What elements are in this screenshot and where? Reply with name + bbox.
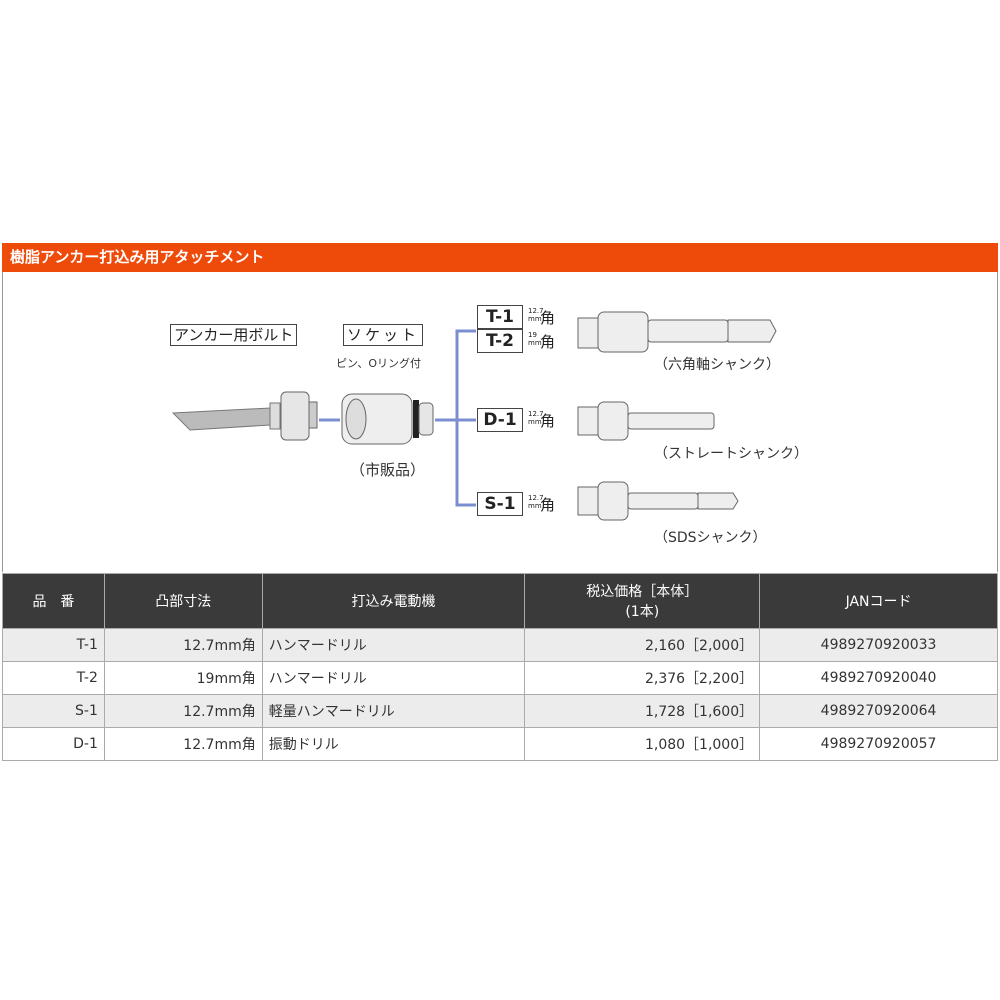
cell-tool: 軽量ハンマードリル: [261, 694, 526, 728]
attachment-diagram: [171, 311, 777, 521]
hex-shank-attachment-icon: [577, 311, 777, 353]
socket-label: ソケット: [343, 324, 424, 346]
header-jan: JANコード: [759, 573, 998, 629]
header-size: 凸部寸法: [103, 573, 263, 629]
cell-jan: 4989270920064: [759, 694, 998, 728]
code-d1: D-1: [477, 408, 523, 432]
cell-size: 12.7mm角: [103, 628, 263, 662]
cell-tool: ハンマードリル: [261, 628, 526, 662]
socket-icon: [341, 393, 434, 445]
cell-size: 12.7mm角: [103, 727, 263, 761]
cell-size: 19mm角: [103, 661, 263, 695]
cell-code: D-1: [2, 727, 105, 761]
straight-shank-attachment-icon: [577, 401, 715, 441]
cell-jan: 4989270920040: [759, 661, 998, 695]
cell-jan: 4989270920057: [759, 727, 998, 761]
section-title: 樹脂アンカー打込み用アタッチメント: [2, 243, 998, 272]
connector-lines: [319, 329, 476, 507]
table-header-row: 品 番 凸部寸法 打込み電動機 税込価格［本体］(1本) JANコード: [2, 573, 998, 629]
cell-tool: 振動ドリル: [261, 727, 526, 761]
sds-shank-attachment-icon: [577, 481, 739, 521]
socket-market-note: （市販品）: [350, 461, 426, 479]
cell-code: T-2: [2, 661, 105, 695]
cell-price: 1,728［1,600］: [524, 694, 761, 728]
code-t1: T-1: [477, 305, 523, 329]
cell-price: 1,080［1,000］: [524, 727, 761, 761]
cell-price: 2,160［2,000］: [524, 628, 761, 662]
header-price: 税込価格［本体］(1本): [524, 573, 761, 629]
socket-note: ピン、Oリング付: [336, 357, 421, 370]
sds-shank-label: （SDSシャンク）: [654, 530, 767, 546]
cell-price: 2,376［2,200］: [524, 661, 761, 695]
anchor-bolt-label: アンカー用ボルト: [170, 324, 298, 346]
anchor-bolt-icon: [171, 391, 318, 441]
hex-shank-label: （六角軸シャンク）: [654, 357, 780, 373]
cell-code: T-1: [2, 628, 105, 662]
diagram-panel: [2, 272, 998, 572]
code-t2: T-2: [477, 329, 523, 353]
header-tool: 打込み電動機: [261, 573, 526, 629]
header-code: 品 番: [2, 573, 105, 629]
cell-code: S-1: [2, 694, 105, 728]
cell-tool: ハンマードリル: [261, 661, 526, 695]
cell-size: 12.7mm角: [103, 694, 263, 728]
straight-shank-label: （ストレートシャンク）: [654, 446, 808, 462]
code-s1: S-1: [477, 492, 523, 516]
cell-jan: 4989270920033: [759, 628, 998, 662]
